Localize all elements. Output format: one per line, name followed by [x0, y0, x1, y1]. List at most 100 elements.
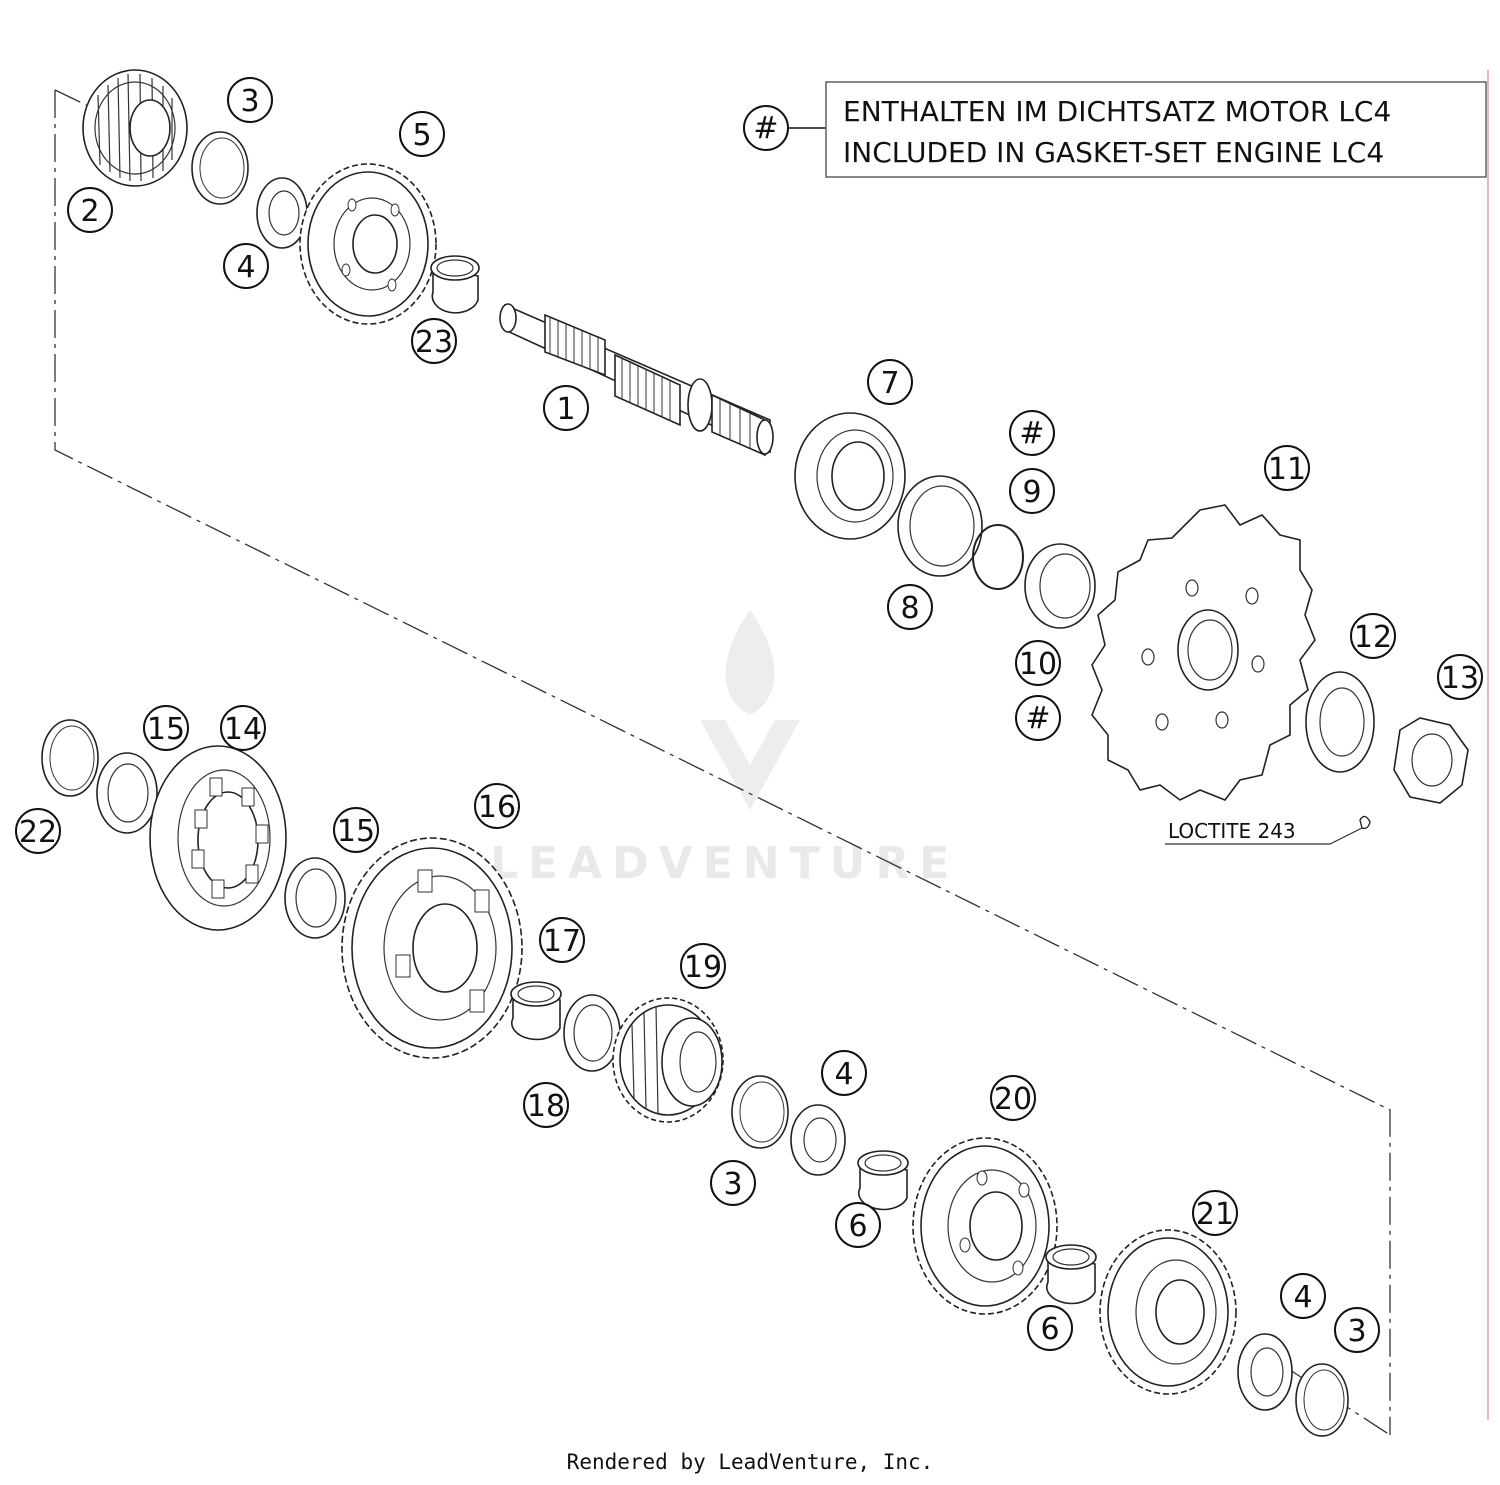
callout-21: 21	[1192, 1190, 1238, 1236]
svg-text:6: 6	[1040, 1312, 1059, 1347]
svg-text:6: 6	[848, 1209, 867, 1244]
lockwasher-12	[1305, 671, 1375, 773]
spacer-10	[1024, 543, 1096, 629]
washer-18	[563, 994, 621, 1072]
circlip-3-middle	[731, 1075, 789, 1149]
circlip-3-top	[191, 131, 249, 205]
svg-text:22: 22	[19, 815, 57, 850]
svg-text:4: 4	[834, 1057, 853, 1092]
callouts: 1 2 3 4 5 23 7 # 9 11 8 10 # 12 13 15 14…	[15, 77, 1483, 1353]
callout-17: 17	[539, 917, 585, 963]
gear-20	[912, 1137, 1058, 1315]
callout-14: 14	[220, 705, 266, 751]
svg-text:13: 13	[1441, 661, 1479, 696]
callout-6-middle: 6	[835, 1202, 881, 1248]
callout-4-middle: 4	[821, 1050, 867, 1096]
washer-15-left	[96, 752, 158, 834]
bushing-6-middle	[857, 1150, 909, 1211]
svg-text:19: 19	[684, 950, 722, 985]
svg-text:2: 2	[80, 194, 99, 229]
bearing-14	[149, 745, 287, 931]
callout-6-lower: 6	[1027, 1305, 1073, 1351]
svg-text:#: #	[1019, 416, 1044, 451]
callout-4-lower: 4	[1280, 1273, 1326, 1319]
svg-text:15: 15	[337, 814, 375, 849]
seal-ring-8	[897, 475, 983, 577]
loctite-note: LOCTITE 243	[1165, 819, 1363, 845]
svg-text:21: 21	[1196, 1197, 1234, 1232]
leadventure-watermark: LEADVENTURE	[490, 610, 959, 889]
watermark-text: LEADVENTURE	[490, 838, 959, 889]
legend-line-2: INCLUDED IN GASKET-SET ENGINE LC4	[843, 136, 1384, 169]
lockwasher-4-middle	[790, 1104, 846, 1176]
callout-20: 20	[990, 1075, 1036, 1121]
bushing-23	[430, 255, 480, 314]
footer-credit: Rendered by LeadVenture, Inc.	[566, 1450, 934, 1474]
svg-text:#: #	[1025, 701, 1050, 736]
callout-23: 23	[411, 318, 457, 364]
svg-text:12: 12	[1354, 620, 1392, 655]
svg-text:5: 5	[412, 118, 431, 153]
gear-21	[1099, 1229, 1237, 1395]
circlip-22	[41, 719, 99, 797]
circlip-3-lower	[1295, 1363, 1349, 1437]
callout-2: 2	[67, 187, 113, 233]
sprocket-11	[1091, 504, 1316, 801]
svg-text:4: 4	[236, 250, 255, 285]
callout-3-lower: 3	[1334, 1307, 1380, 1353]
svg-text:11: 11	[1268, 452, 1306, 487]
svg-text:16: 16	[478, 790, 516, 825]
callout-12: 12	[1350, 613, 1396, 659]
svg-text:15: 15	[147, 712, 185, 747]
bearing-7	[794, 412, 906, 540]
gear-2	[82, 69, 188, 187]
main-shaft-1	[499, 303, 774, 457]
callout-13: 13	[1437, 654, 1483, 700]
svg-text:7: 7	[880, 366, 899, 401]
svg-text:3: 3	[723, 1167, 742, 1202]
legend-symbol: #	[753, 111, 778, 146]
callout-10-hash: #	[1015, 695, 1061, 741]
callout-15-left: 15	[143, 705, 189, 751]
svg-text:23: 23	[415, 325, 453, 360]
svg-text:14: 14	[224, 712, 262, 747]
callout-8: 8	[887, 584, 933, 630]
legend-line-1: ENTHALTEN IM DICHTSATZ MOTOR LC4	[843, 95, 1391, 128]
svg-text:17: 17	[543, 924, 581, 959]
callout-19: 19	[680, 943, 726, 989]
svg-text:4: 4	[1293, 1280, 1312, 1315]
svg-text:3: 3	[240, 84, 259, 119]
lockwasher-4-top	[256, 177, 308, 249]
callout-1: 1	[543, 385, 589, 431]
callout-3-middle: 3	[710, 1160, 756, 1206]
callout-16: 16	[474, 783, 520, 829]
loctite-text: LOCTITE 243	[1168, 819, 1296, 843]
callout-10: 10	[1015, 640, 1061, 686]
callout-9: 9	[1009, 468, 1055, 514]
gear-16	[341, 837, 523, 1059]
bushing-17	[510, 981, 562, 1041]
o-ring-9	[972, 524, 1024, 590]
callout-18: 18	[523, 1082, 569, 1128]
callout-15-right: 15	[333, 807, 379, 853]
svg-text:8: 8	[900, 591, 919, 626]
svg-text:9: 9	[1022, 475, 1041, 510]
callout-3-top: 3	[227, 77, 273, 123]
callout-7: 7	[867, 359, 913, 405]
gear-19	[612, 997, 724, 1123]
gear-5	[299, 163, 437, 325]
callout-11: 11	[1264, 445, 1310, 491]
washer-15-right	[284, 857, 346, 939]
callout-5: 5	[399, 111, 445, 157]
lockwasher-4-lower	[1237, 1333, 1293, 1411]
svg-text:1: 1	[556, 392, 575, 427]
callout-22: 22	[15, 808, 61, 854]
nut-13	[1359, 717, 1469, 830]
bushing-6-lower	[1045, 1244, 1097, 1305]
callout-4-top: 4	[223, 243, 269, 289]
legend-box	[825, 81, 1487, 178]
svg-text:10: 10	[1019, 647, 1057, 682]
svg-text:18: 18	[527, 1089, 565, 1124]
legend: # ENTHALTEN IM DICHTSATZ MOTOR LC4 INCLU…	[743, 81, 1487, 178]
